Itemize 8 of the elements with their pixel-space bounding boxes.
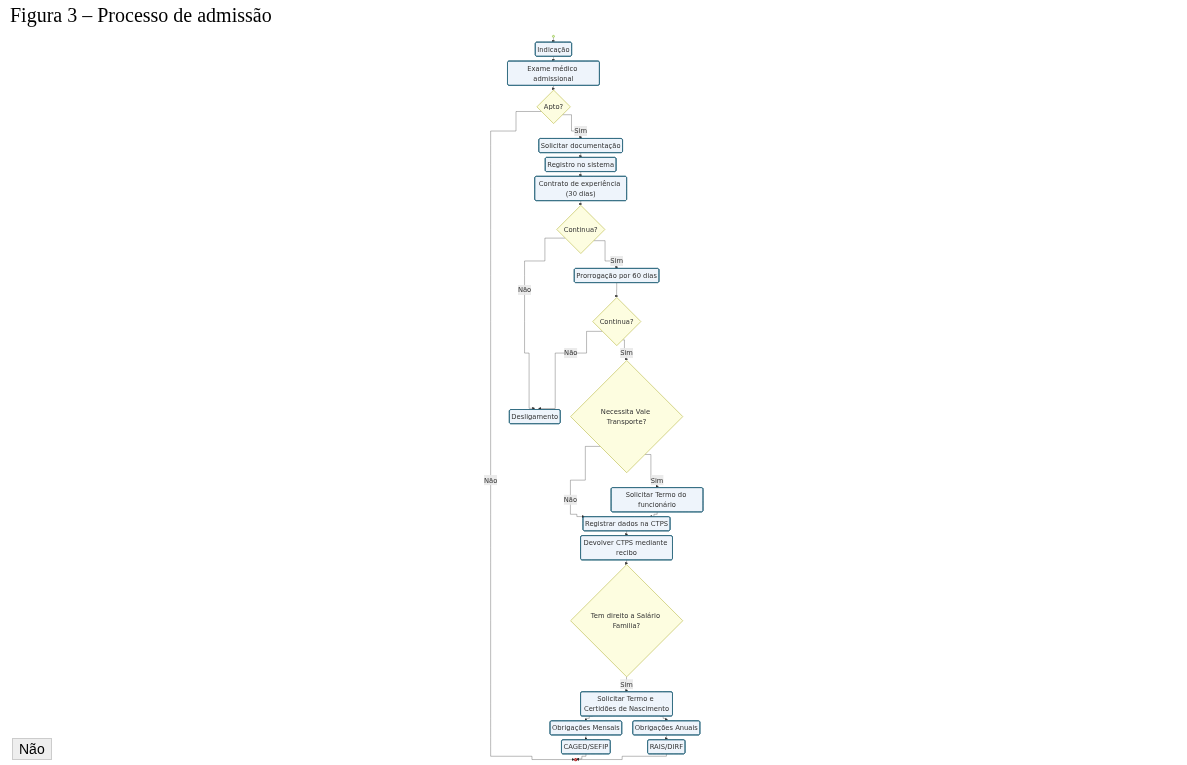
branch-label: Não	[12, 738, 52, 760]
arrow	[579, 152, 583, 158]
arrow	[551, 85, 555, 91]
arrow	[579, 200, 583, 206]
node-circle	[574, 758, 578, 762]
arrow	[552, 37, 556, 43]
node-circle	[552, 35, 555, 38]
figure-title: Figura 3 – Processo de admissão	[10, 4, 272, 27]
